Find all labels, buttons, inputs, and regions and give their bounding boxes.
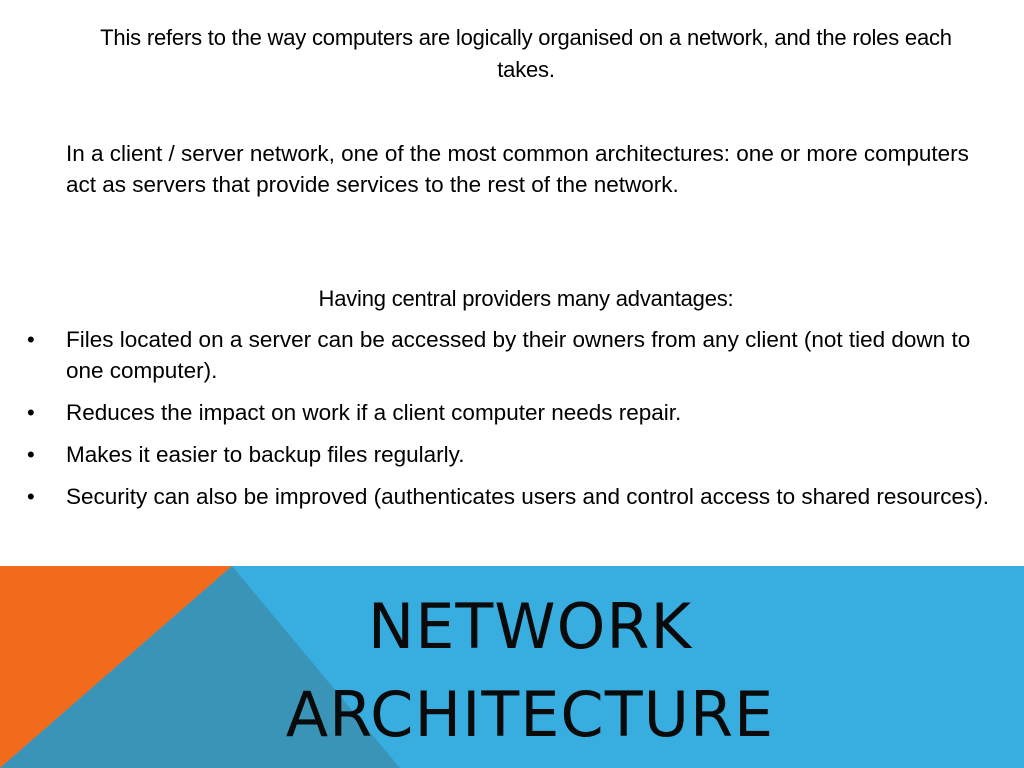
list-item: • Files located on a server can be acces… <box>0 324 1000 386</box>
banner-dark-blue-triangle <box>0 566 400 768</box>
list-item-text: Makes it easier to backup files regularl… <box>66 442 465 467</box>
title-banner <box>0 566 1024 768</box>
title-line-1: NETWORK <box>367 590 693 663</box>
advantages-heading: Having central providers many advantages… <box>318 286 734 311</box>
list-item: • Security can also be improved (authent… <box>0 481 1000 512</box>
bullet-icon: • <box>27 442 35 467</box>
bullet-icon: • <box>27 484 35 509</box>
title-line-2: ARCHITECTURE <box>285 678 775 751</box>
bullet-icon: • <box>27 327 35 352</box>
bullet-icon: • <box>27 400 35 425</box>
list-item: • Reduces the impact on work if a client… <box>0 397 1000 428</box>
intro-text: This refers to the way computers are log… <box>100 25 952 82</box>
list-item-text: Reduces the impact on work if a client c… <box>66 400 682 425</box>
banner-background <box>0 566 1024 768</box>
advantages-list: • Files located on a server can be acces… <box>0 324 1000 523</box>
client-server-paragraph: In a client / server network, one of the… <box>66 141 969 197</box>
list-item-text: Security can also be improved (authentic… <box>66 484 989 509</box>
list-item-text: Files located on a server can be accesse… <box>66 327 971 383</box>
slide-title: NETWORK ARCHITECTURE <box>200 583 860 759</box>
list-item: • Makes it easier to backup files regula… <box>0 439 1000 470</box>
